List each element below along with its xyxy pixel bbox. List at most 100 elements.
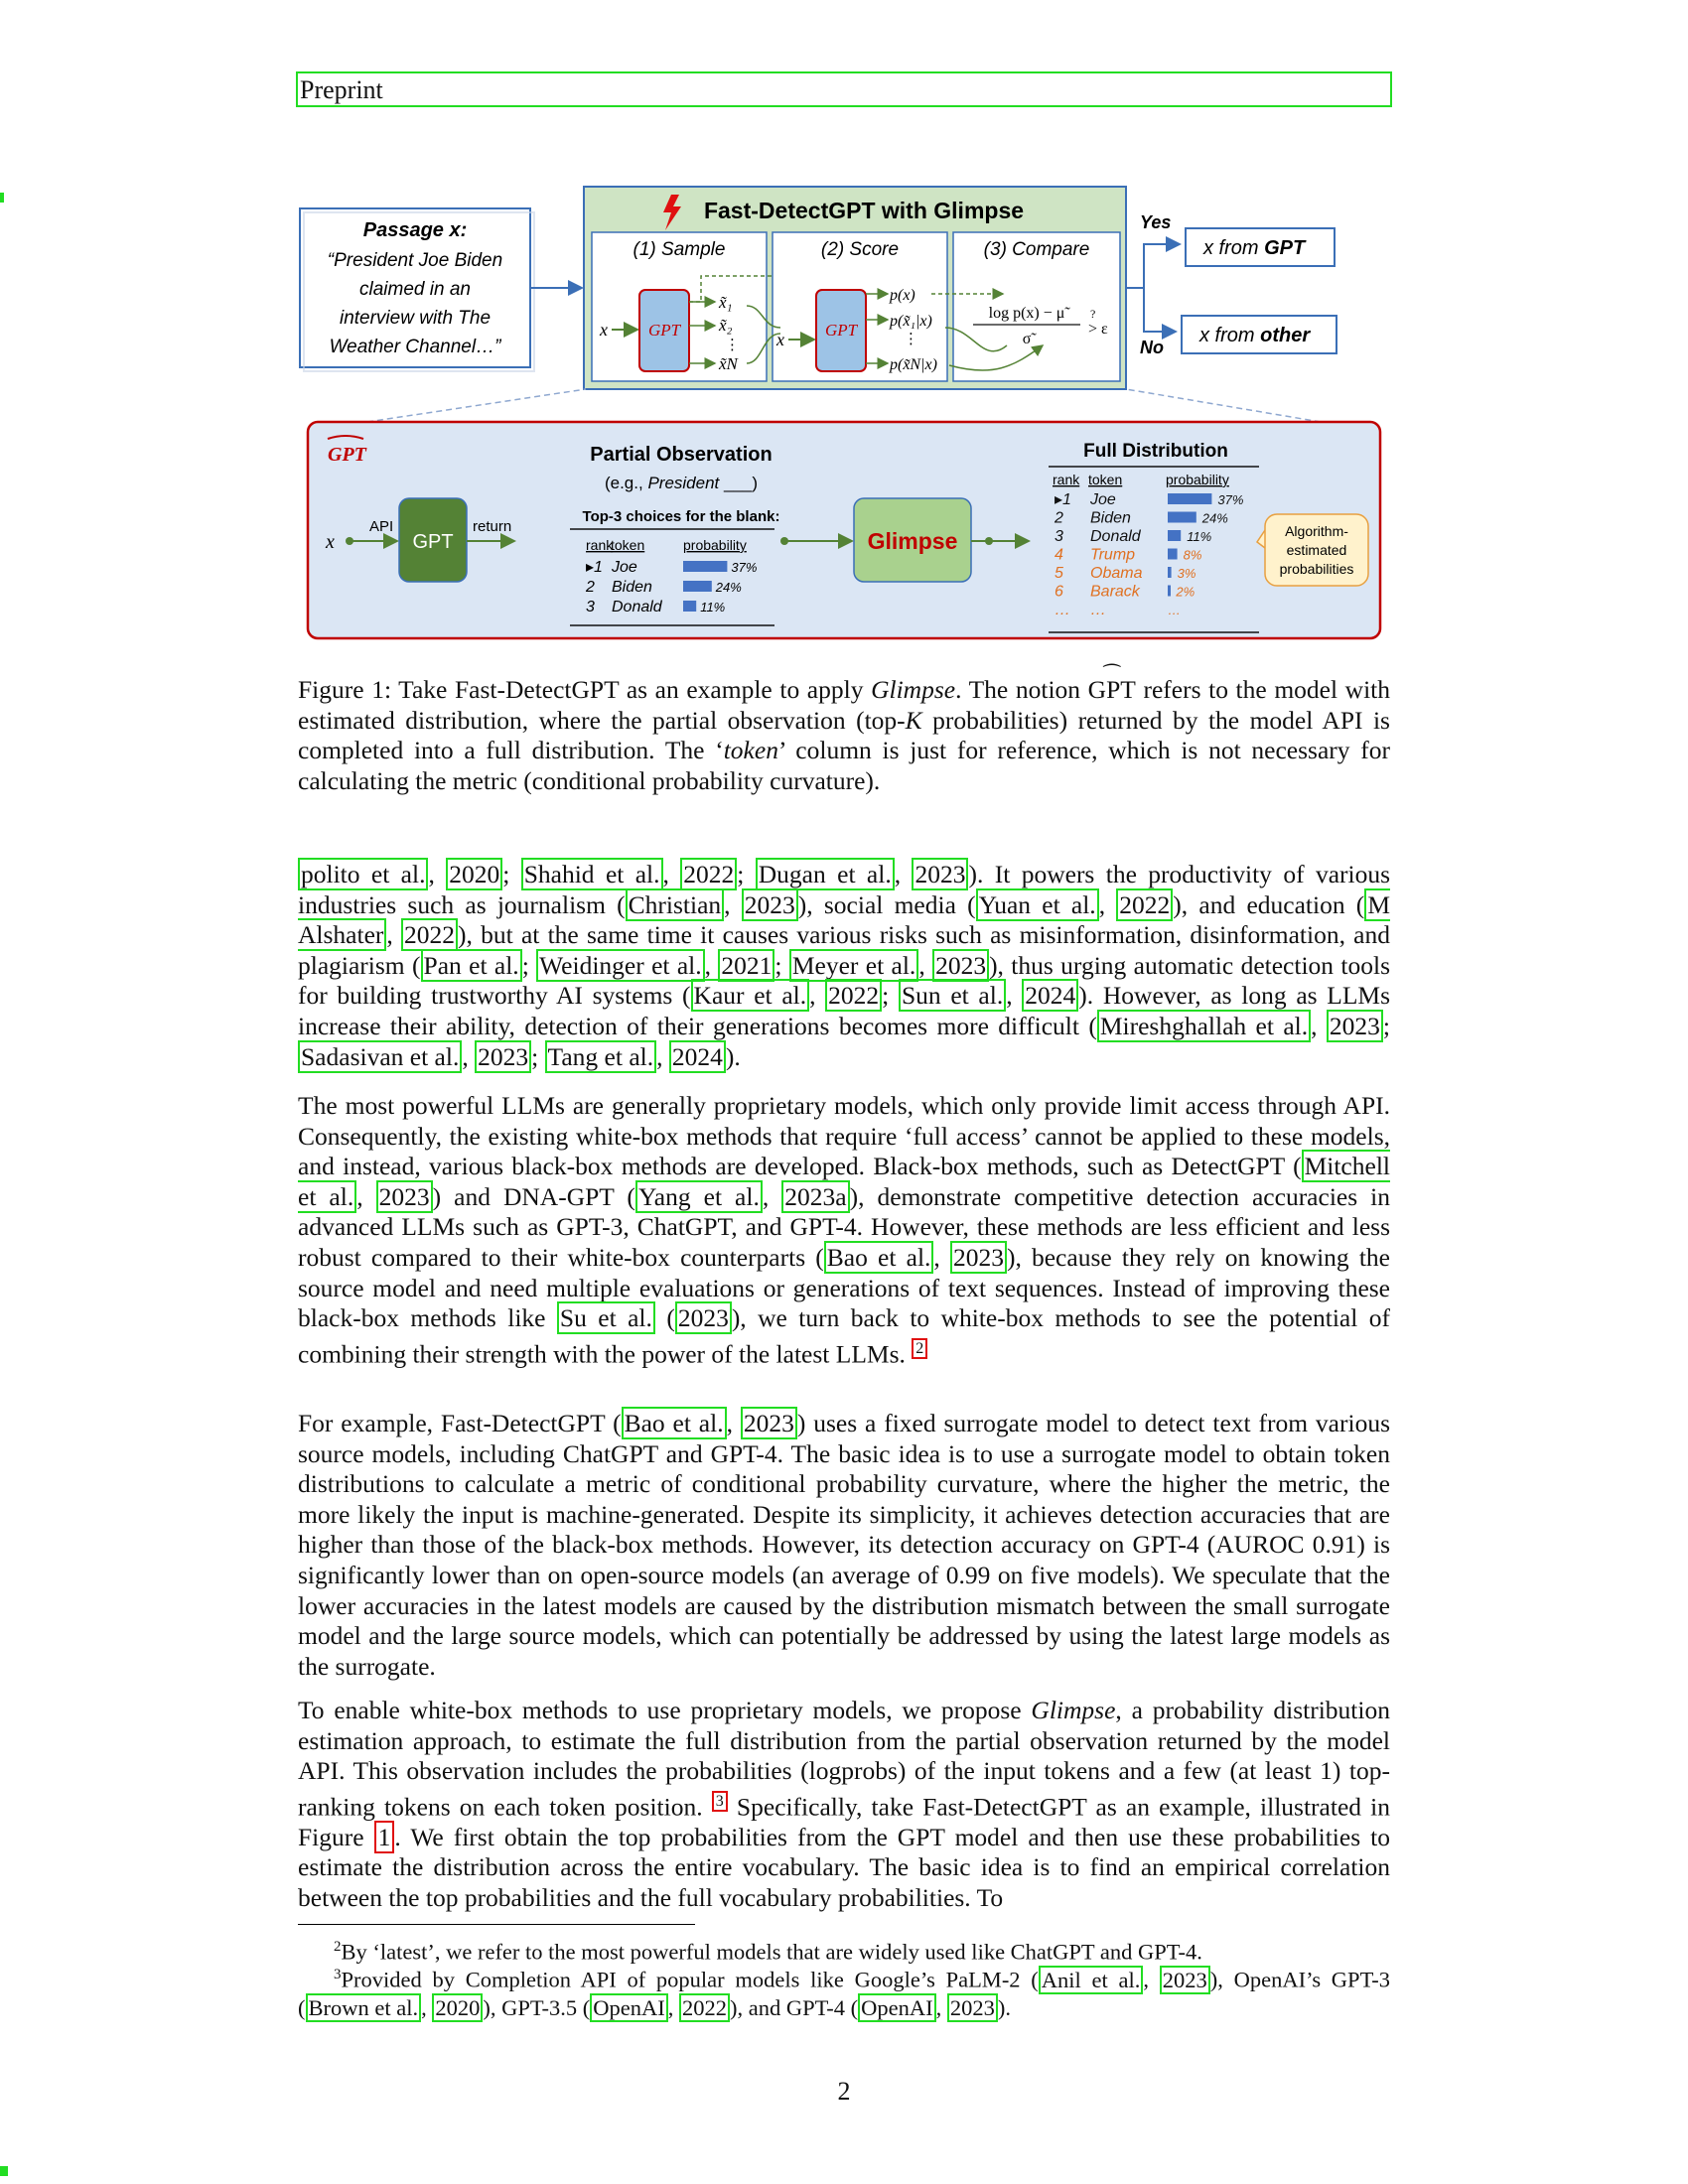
citation-link[interactable]: 2021: [718, 948, 775, 982]
rank-cell: …: [1055, 602, 1070, 618]
citation-link[interactable]: Meyer et al.: [788, 948, 919, 982]
citation-link[interactable]: 2020: [446, 858, 503, 890]
rank-cell: 6: [1055, 584, 1063, 601]
x-symbol: x: [599, 320, 608, 340]
citation-link[interactable]: Bao et al.: [823, 1240, 934, 1274]
citation-link[interactable]: M Alshater: [298, 887, 1390, 952]
footnote-link[interactable]: 2: [912, 1337, 928, 1359]
citation-link[interactable]: Bao et al.: [621, 1407, 727, 1439]
citation-link[interactable]: Mireshghallah et al.: [1096, 1009, 1312, 1042]
col-header: rank: [1053, 472, 1080, 487]
citation-link[interactable]: 2023: [932, 948, 990, 982]
score-term: p(x): [889, 287, 915, 304]
passage-line: claimed in an: [359, 279, 471, 300]
passage-line: interview with The: [340, 308, 491, 329]
citation-link[interactable]: Dugan et al.: [755, 858, 895, 890]
footnote-3: 3Provided by Completion API of popular m…: [298, 1965, 1390, 2022]
callout-line: probabilities: [1280, 561, 1354, 577]
citation-link[interactable]: Sun et al.: [898, 979, 1007, 1013]
svg-text:(e.g., President ___): (e.g., President ___): [605, 474, 758, 492]
citation-link[interactable]: Yuan et al.: [975, 887, 1099, 921]
citation-link[interactable]: Sadasivan et al.: [298, 1039, 463, 1073]
prob-bar: [1168, 493, 1212, 504]
glimpse-label: Glimpse: [868, 528, 958, 554]
citation-link[interactable]: Tang et al.: [544, 1039, 657, 1073]
citation-link[interactable]: 2020: [432, 1992, 484, 2022]
gpt-tilde-title: GPT: [328, 444, 367, 466]
score-term: p(x̃₁|x): [889, 313, 932, 330]
running-header[interactable]: Preprint: [296, 71, 1392, 107]
compare-q: ?: [1090, 307, 1095, 321]
method-title: Fast-DetectGPT with Glimpse: [704, 198, 1024, 223]
token-cell: …: [1090, 602, 1106, 618]
citation-link[interactable]: Shahid et al.: [520, 858, 663, 890]
citation-link[interactable]: Mitchell et al.: [298, 1150, 1390, 1213]
running-title: Preprint: [300, 75, 383, 104]
prob-bar: [683, 581, 712, 592]
token-cell: Joe: [1089, 491, 1116, 508]
citation-link[interactable]: 2022: [401, 918, 459, 952]
citation-link[interactable]: 2023: [946, 1992, 998, 2022]
footnote-rule: [298, 1924, 695, 1925]
gpt-tilde-label: GPT: [825, 321, 859, 340]
citation-link[interactable]: OpenAI: [590, 1992, 668, 2022]
rank-cell: 3: [586, 599, 595, 615]
citation-link[interactable]: 2024: [668, 1039, 726, 1073]
citation-link[interactable]: Kaur et al.: [690, 979, 810, 1013]
token-cell: Obama: [1090, 565, 1143, 582]
citation-link[interactable]: Anil et al.: [1038, 1965, 1144, 1994]
citation-link[interactable]: Su et al.: [556, 1301, 655, 1335]
sample-token: ⋮: [725, 337, 740, 353]
citation-link[interactable]: 2023: [375, 1179, 433, 1213]
output-other-box: x from other: [1181, 315, 1337, 354]
output-gpt-prefix: x from: [1202, 237, 1264, 259]
prob-bar: [1168, 567, 1172, 578]
gpt-tilde-label: GPT: [648, 321, 682, 340]
callout-line: estimated: [1287, 542, 1347, 558]
rank-cell: 2: [585, 579, 595, 596]
prob-bar: [1168, 548, 1178, 560]
citation-link[interactable]: 2022: [679, 1992, 731, 2022]
citation-link[interactable]: 2023: [1159, 1965, 1210, 1994]
citation-link[interactable]: Christian: [625, 887, 725, 921]
citation-link[interactable]: Brown et al.: [305, 1992, 422, 2022]
citation-link[interactable]: 2023: [741, 887, 798, 921]
prob-label: …: [1168, 603, 1181, 617]
paragraph: polito et al., 2020; Shahid et al., 2022…: [298, 858, 1391, 1073]
citation-link[interactable]: 2022: [680, 858, 738, 890]
citation-link[interactable]: 2024: [1022, 979, 1079, 1013]
prob-label: 37%: [731, 560, 757, 575]
paragraph: The most powerful LLMs are generally pro…: [298, 1091, 1391, 1369]
citation-link[interactable]: 2023: [949, 1240, 1007, 1274]
citation-link[interactable]: 2023: [1326, 1009, 1383, 1042]
citation-link[interactable]: 2022: [1116, 887, 1174, 921]
prob-label: 3%: [1178, 566, 1196, 581]
token-cell: Biden: [1090, 510, 1131, 527]
citation-link[interactable]: 2023: [475, 1039, 532, 1073]
step-label: (2) Score: [821, 239, 899, 260]
token-cell: Donald: [1090, 528, 1142, 545]
citation-link[interactable]: 2023a: [781, 1179, 850, 1213]
citation-link[interactable]: Yang et al.: [634, 1179, 763, 1213]
rank-cell: 4: [1055, 547, 1063, 564]
footnote-link[interactable]: 3: [711, 1790, 728, 1812]
figure-ref-link[interactable]: 1: [373, 1820, 395, 1853]
step-label: (1) Sample: [633, 239, 726, 260]
citation-link[interactable]: 2023: [912, 858, 969, 890]
citation-link[interactable]: 2022: [825, 979, 883, 1013]
citation-link[interactable]: polito et al.: [298, 858, 429, 890]
citation-link[interactable]: OpenAI: [858, 1992, 936, 2022]
prob-label: 37%: [1217, 492, 1243, 507]
score-term: p(x̃N|x): [889, 356, 937, 373]
prob-label: 11%: [700, 600, 725, 614]
rank-cell: 2: [1054, 510, 1063, 527]
return-label: return: [473, 518, 511, 535]
citation-link[interactable]: 2023: [740, 1407, 797, 1439]
compare-formula-top: log p(x) − μ̃: [989, 305, 1071, 322]
score-term: ⋮: [904, 331, 918, 347]
prob-label: 11%: [1187, 529, 1211, 544]
citation-link[interactable]: 2023: [674, 1301, 732, 1335]
citation-link[interactable]: Pan et al.: [420, 948, 522, 982]
citation-link[interactable]: Weidinger et al.: [536, 948, 705, 982]
svg-text:x from GPT: x from GPT: [1202, 237, 1307, 259]
